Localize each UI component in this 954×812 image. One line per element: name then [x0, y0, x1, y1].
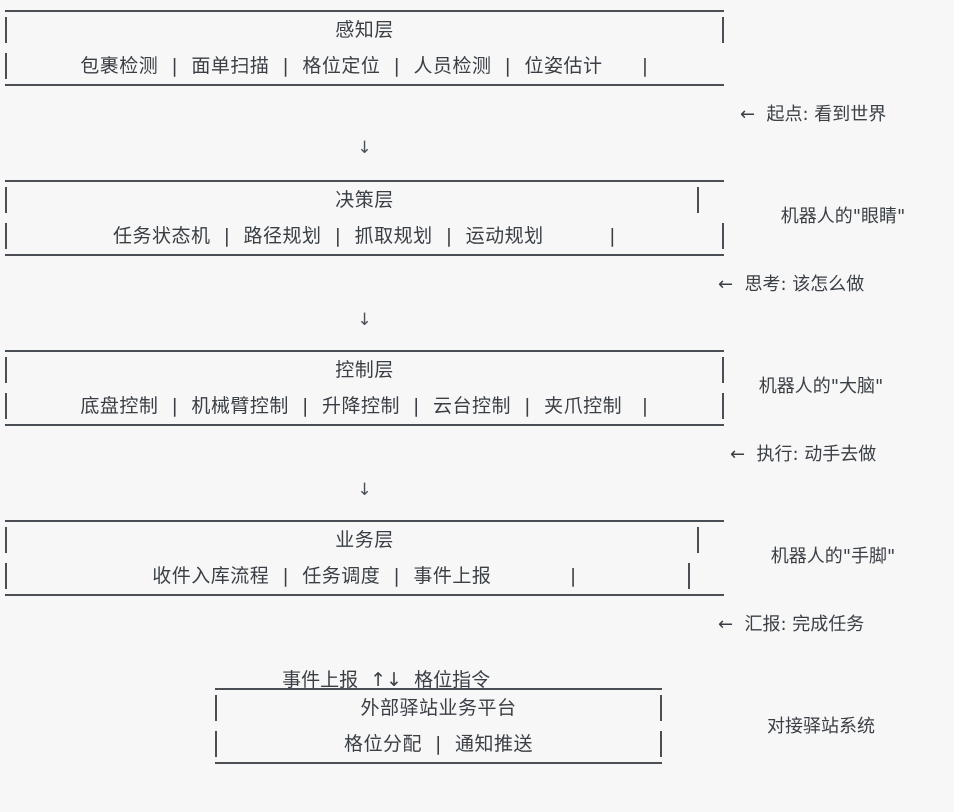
pipe-left-icon [5, 53, 7, 79]
box-title-row: 业务层 [5, 522, 724, 558]
annotation-line-1: ← 思考: 该怎么做 [718, 274, 865, 295]
box-title-row: 控制层 [5, 352, 724, 388]
annotation-line-2: 机器人的"手脚" [770, 546, 896, 567]
pipe-left-icon [215, 731, 217, 757]
annotation-line-1: ← 执行: 动手去做 [730, 444, 877, 465]
pipe-right-icon [688, 563, 690, 589]
annotation-business: ← 汇报: 完成任务 对接驿站系统 [718, 540, 932, 812]
box-top-border [5, 10, 724, 12]
pipe-left-icon [5, 187, 7, 213]
layer-items: 收件入库流程 | 任务调度 | 事件上报 | [152, 565, 577, 587]
layer-items: 底盘控制 | 机械臂控制 | 升降控制 | 云台控制 | 夹爪控制 | [80, 395, 649, 417]
layer-title: 控制层 [335, 359, 394, 381]
down-arrow-icon: ↓ [357, 138, 372, 158]
pipe-left-icon [5, 563, 7, 589]
pipe-right-icon [722, 17, 724, 43]
layer-box-decision: 决策层 任务状态机 | 路径规划 | 抓取规划 | 运动规划 | [5, 180, 724, 256]
annotation-control: ← 执行: 动手去做 机器人的"手脚" [730, 370, 944, 642]
layer-box-perception: 感知层 包裹检测 | 面单扫描 | 格位定位 | 人员检测 | 位姿估计 | [5, 10, 724, 86]
external-platform-items: 格位分配 | 通知推送 [343, 733, 534, 755]
annotation-line-1: ← 起点: 看到世界 [740, 104, 887, 125]
pipe-right-icon [722, 393, 724, 419]
box-items-row: 包裹检测 | 面单扫描 | 格位定位 | 人员检测 | 位姿估计 | [5, 48, 724, 84]
pipe-left-icon [5, 17, 7, 43]
box-top-border [5, 350, 724, 352]
layer-box-business: 业务层 收件入库流程 | 任务调度 | 事件上报 | [5, 520, 724, 596]
pipe-right-icon [722, 357, 724, 383]
box-bottom-border [5, 424, 724, 426]
pipe-left-icon [5, 357, 7, 383]
layer-box-control: 控制层 底盘控制 | 机械臂控制 | 升降控制 | 云台控制 | 夹爪控制 | [5, 350, 724, 426]
box-top-border [215, 688, 662, 690]
annotation-line-2: 机器人的"大脑" [758, 376, 884, 397]
box-bottom-border [5, 594, 724, 596]
external-platform-title: 外部驿站业务平台 [360, 697, 517, 719]
pipe-right-icon [660, 695, 662, 721]
connector-arrow-1: ↓ [5, 133, 724, 163]
annotation-line-1: ← 汇报: 完成任务 [718, 614, 865, 635]
layer-title: 决策层 [335, 189, 394, 211]
external-platform-box: 外部驿站业务平台 格位分配 | 通知推送 [215, 688, 662, 764]
pipe-right-icon [660, 731, 662, 757]
box-title-row: 感知层 [5, 12, 724, 48]
box-items-row: 底盘控制 | 机械臂控制 | 升降控制 | 云台控制 | 夹爪控制 | [5, 388, 724, 424]
layer-items: 包裹检测 | 面单扫描 | 格位定位 | 人员检测 | 位姿估计 | [80, 55, 649, 77]
layer-title: 感知层 [335, 19, 394, 41]
box-title-row: 决策层 [5, 182, 724, 218]
pipe-right-icon [722, 223, 724, 249]
box-bottom-border [215, 762, 662, 764]
box-items-row: 收件入库流程 | 任务调度 | 事件上报 | [5, 558, 724, 594]
box-items-row: 任务状态机 | 路径规划 | 抓取规划 | 运动规划 | [5, 218, 724, 254]
layer-title: 业务层 [335, 529, 394, 551]
connector-arrow-3: ↓ [5, 475, 724, 505]
annotation-line-2: 对接驿站系统 [767, 716, 875, 737]
box-title-row: 外部驿站业务平台 [215, 690, 662, 726]
box-bottom-border [5, 254, 724, 256]
link-caption-text: 事件上报 ↑↓ 格位指令 [282, 669, 491, 691]
pipe-left-icon [5, 223, 7, 249]
pipe-left-icon [5, 393, 7, 419]
down-arrow-icon: ↓ [357, 480, 372, 500]
bidirectional-link-caption: 事件上报 ↑↓ 格位指令 [258, 643, 490, 714]
down-arrow-icon: ↓ [357, 310, 372, 330]
annotation-perception: ← 起点: 看到世界 机器人的"眼睛" [740, 30, 954, 302]
annotation-line-2: 机器人的"眼睛" [780, 206, 906, 227]
annotation-decision: ← 思考: 该怎么做 机器人的"大脑" [718, 200, 932, 472]
pipe-left-icon [5, 527, 7, 553]
layer-items: 任务状态机 | 路径规划 | 抓取规划 | 运动规划 | [113, 225, 616, 247]
connector-arrow-2: ↓ [5, 305, 724, 335]
pipe-right-icon [697, 187, 699, 213]
pipe-left-icon [215, 695, 217, 721]
box-items-row: 格位分配 | 通知推送 [215, 726, 662, 762]
box-top-border [5, 180, 724, 182]
box-bottom-border [5, 84, 724, 86]
pipe-right-icon [697, 527, 699, 553]
box-top-border [5, 520, 724, 522]
